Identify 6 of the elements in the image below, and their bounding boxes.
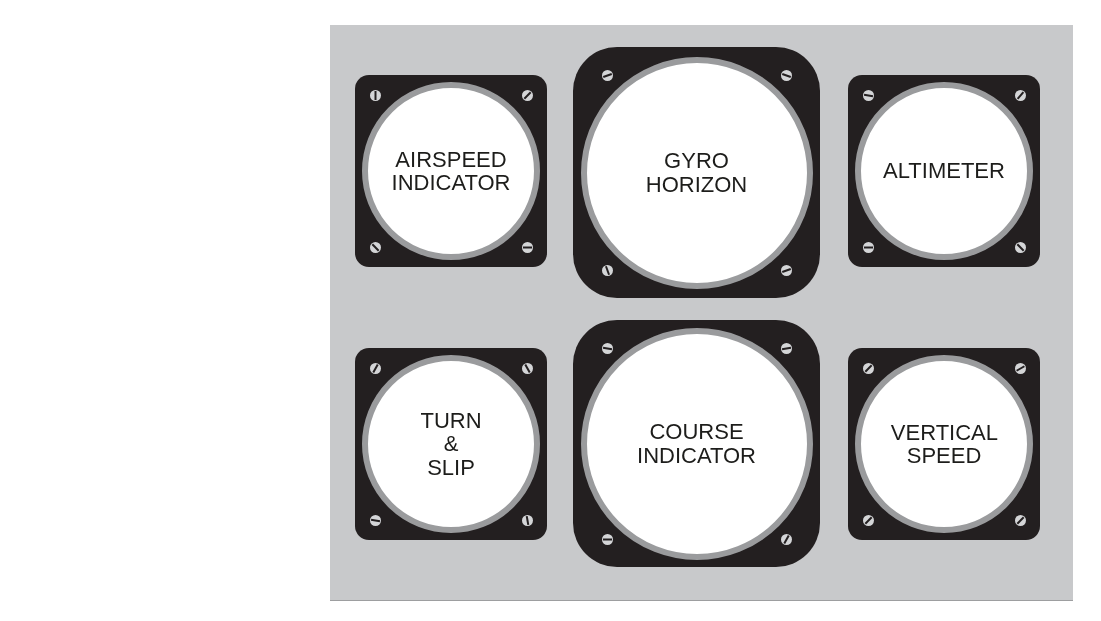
instrument-label: TURN & SLIP <box>420 409 482 479</box>
instrument-label: COURSE INDICATOR <box>637 420 756 467</box>
instrument-label: AIRSPEED INDICATOR <box>391 147 511 195</box>
instrument-label: GYRO HORIZON <box>645 149 748 196</box>
instrument-label: ALTIMETER <box>883 159 1005 183</box>
instrument-label: VERTICAL SPEED <box>890 420 998 468</box>
